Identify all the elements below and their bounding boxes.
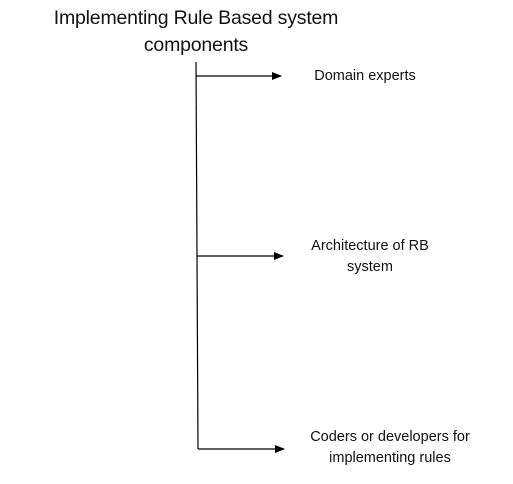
node-architecture-line-2: system — [347, 259, 393, 275]
node-domain-experts-line-1: Domain experts — [314, 68, 416, 84]
diagram-title-line-1: Implementing Rule Based system — [53, 7, 339, 29]
node-domain-experts: Domain experts — [270, 66, 460, 87]
node-coders-line-2: implementing rules — [329, 450, 451, 466]
diagram-title-line-2: components — [143, 34, 249, 56]
node-coders-or-developers: Coders or developers for implementing ru… — [285, 427, 495, 469]
node-architecture-line-1: Architecture of RB — [311, 238, 429, 254]
node-coders-line-1: Coders or developers for — [310, 429, 470, 445]
node-architecture-of-rb-system: Architecture of RB system — [275, 236, 465, 278]
diagram-title: Implementing Rule Based system component… — [20, 5, 372, 59]
